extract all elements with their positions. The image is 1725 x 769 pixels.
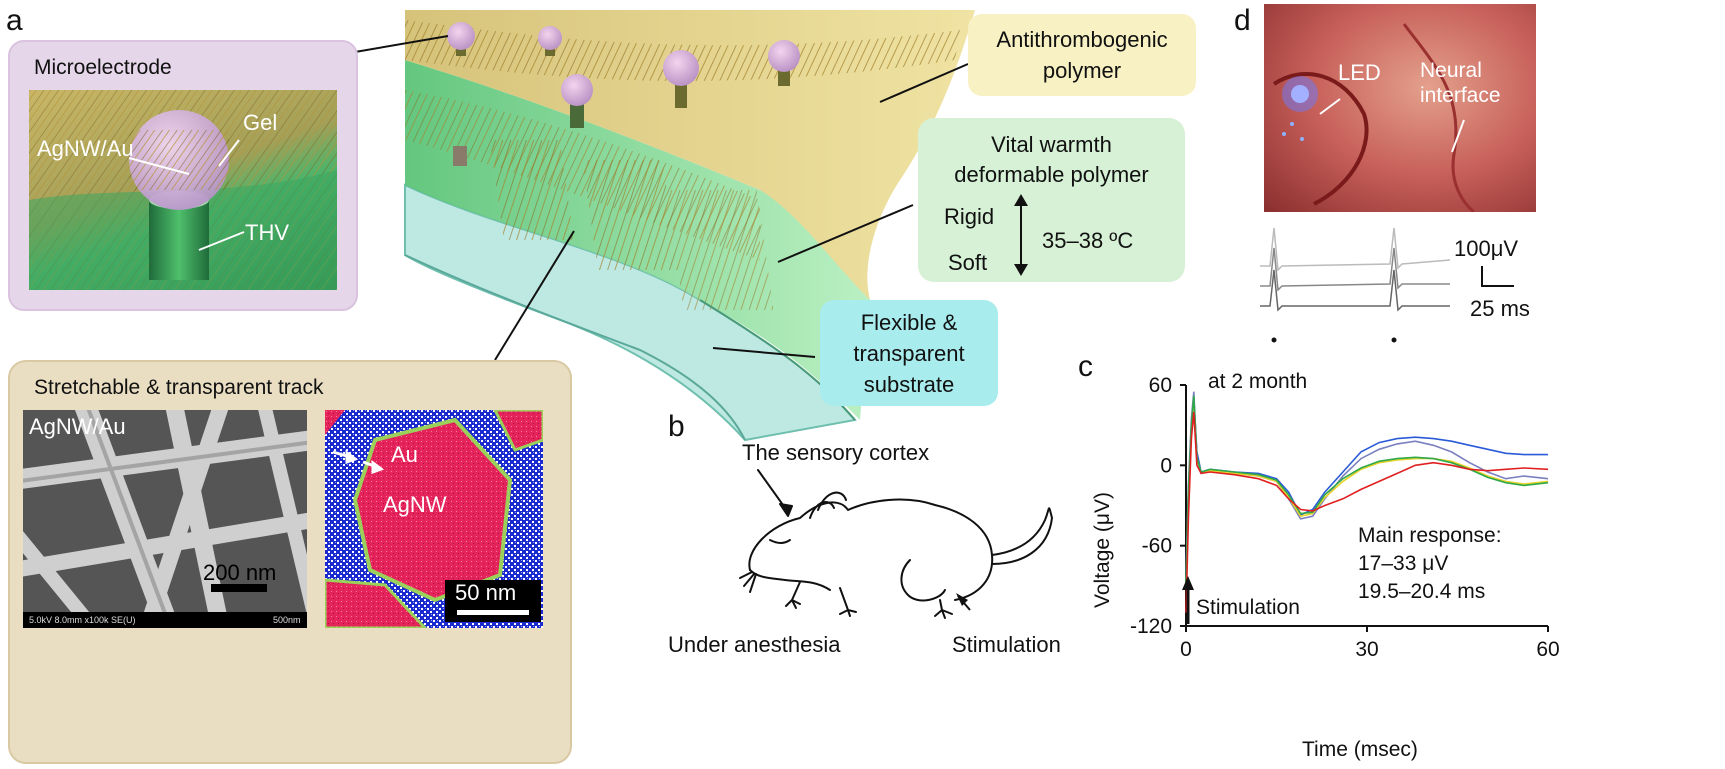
series-line-1 [1185, 398, 1548, 573]
main-line-3: 19.5–20.4 ms [1358, 580, 1486, 603]
y-tick-label: 0 [1160, 454, 1172, 477]
chart-xlabel: Time (msec) [1302, 738, 1418, 761]
leader-lines [354, 35, 969, 361]
track-title: Stretchable & transparent track [34, 376, 324, 399]
substrate-line-3: substrate [863, 371, 955, 397]
eds-image: Au AgNW 50 nm [325, 410, 543, 628]
substrate-line-2: transparent [853, 340, 965, 366]
y-tick-label: -120 [1130, 615, 1172, 638]
panel-label-c: c [1078, 350, 1093, 383]
anesthesia-label: Under anesthesia [668, 632, 841, 657]
double-arrow-icon [1014, 194, 1028, 276]
voltage-chart: 60 0 -60 -120 0 30 60 [1130, 374, 1560, 661]
y-tick-label: -60 [1142, 535, 1172, 558]
callout-antithrombogenic: Antithrombogenic polymer [968, 14, 1196, 96]
led-label: LED [1338, 60, 1381, 85]
sem-agnw-au-label: AgNW/Au [29, 414, 126, 439]
temperature-label: 35–38 ºC [1042, 228, 1134, 253]
sem-footer-text: 5.0kV 8.0mm x100k SE(U) [29, 615, 136, 625]
mouse-drawing [739, 469, 1053, 619]
rigid-label: Rigid [944, 204, 995, 229]
scale-bar-icon [1481, 266, 1514, 287]
substrate-line-1: Flexible & [860, 309, 958, 335]
callout-substrate: Flexible & transparent substrate [820, 300, 998, 406]
y-tick-label: 60 [1149, 374, 1172, 397]
neural-line-2: interface [1420, 84, 1501, 107]
main-line-1: Main response: [1358, 524, 1502, 547]
main-line-2: 17–33 μV [1358, 552, 1449, 575]
x-tick-label: 60 [1536, 638, 1559, 661]
chart-stimulation-label: Stimulation [1196, 596, 1300, 619]
inset-agnw-au-label: AgNW/Au [37, 136, 134, 161]
cortex-label: The sensory cortex [742, 440, 930, 465]
sem-scale-label: 200 nm [203, 560, 277, 585]
x-tick-label: 30 [1355, 638, 1378, 661]
microelectrode-render: AgNW/Au Gel THV [29, 90, 337, 290]
callout-vital-warmth: Vital warmth deformable polymer Rigid So… [918, 118, 1185, 282]
layer-stack [404, 10, 975, 442]
panel-label-d: d [1234, 4, 1251, 37]
soft-label: Soft [948, 250, 988, 275]
microelectrode-inset: Microelectrode [8, 40, 358, 311]
vital-line-1: Vital warmth [991, 132, 1112, 157]
sem-footer-scale: 500nm [273, 615, 301, 625]
surgery-photo: LED Neural interface [1264, 4, 1536, 212]
stimulation-arrow-icon [1182, 576, 1194, 590]
inset-thv-label: THV [245, 220, 289, 245]
series-line-5 [1185, 411, 1549, 613]
neural-line-1: Neural [1420, 59, 1482, 82]
chart-annotation-top: at 2 month [1208, 370, 1308, 393]
mouse-stimulation-label: Stimulation [952, 632, 1061, 657]
eds-agnw-label: AgNW [383, 492, 447, 517]
eds-scale-label: 50 nm [455, 580, 517, 605]
neural-interface-label: Neural interface [1420, 58, 1501, 108]
x-tick-label: 0 [1180, 638, 1192, 661]
chart-ylabel: Voltage (μV) [1091, 492, 1114, 608]
evoked-traces [1260, 227, 1451, 343]
inset-gel-label: Gel [243, 110, 278, 135]
chart-annotation-main: Main response: 17–33 μV 19.5–20.4 ms [1358, 522, 1502, 606]
panel-label-b: b [668, 410, 685, 443]
microelectrode-title: Microelectrode [34, 56, 172, 79]
antithrombogenic-line-2: polymer [1042, 58, 1122, 83]
vital-line-2: deformable polymer [954, 162, 1149, 187]
eds-au-label: Au [391, 442, 418, 467]
sem-image: AgNW/Au 200 nm 5.0kV 8.0mm x100k SE(U) 5… [23, 410, 307, 628]
panel-label-a: a [6, 4, 23, 37]
track-inset: Stretchable & transparent track AgNW/Au … [8, 360, 572, 764]
scale-voltage: 100μV [1454, 236, 1519, 261]
scale-time: 25 ms [1470, 296, 1530, 321]
antithrombogenic-line-1: Antithrombogenic [996, 27, 1168, 52]
electrode-domes [447, 22, 800, 166]
